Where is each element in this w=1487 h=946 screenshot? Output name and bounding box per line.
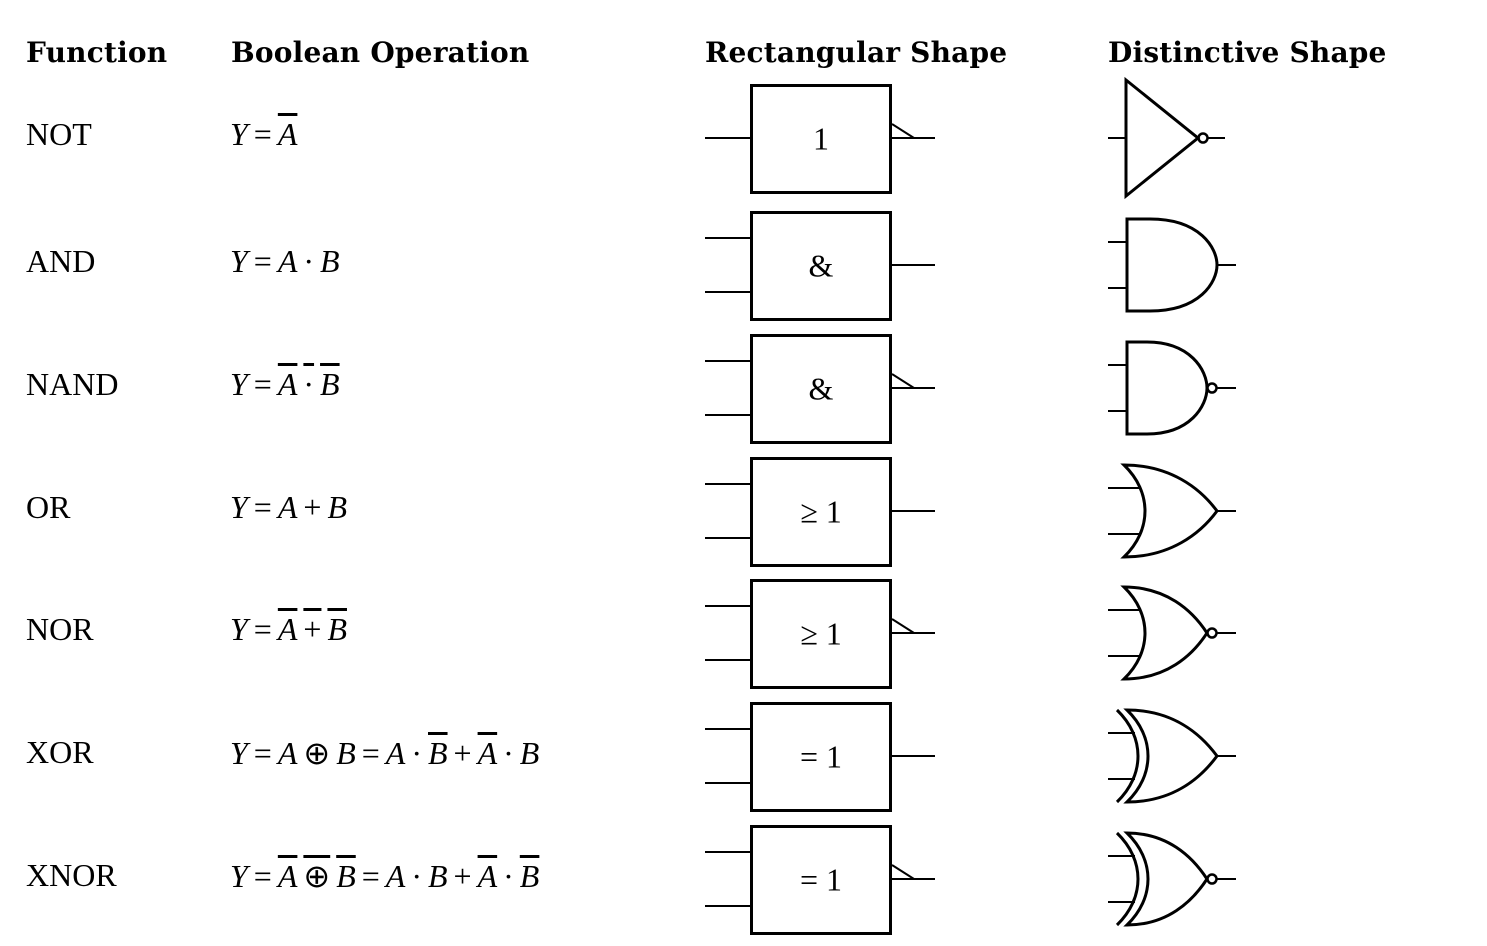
rect-wires-nor [705,605,935,661]
negation-mark-icon [891,373,915,389]
xor-gate-icon [1108,708,1236,804]
boolean-expression: Y=A [230,116,298,152]
inversion-bubble-icon [1206,627,1218,639]
or-gate-icon [1108,463,1236,559]
rect-gate-not: 1 [750,84,892,194]
rect-wires-or [705,483,935,539]
xnor-gate-icon [1108,831,1236,927]
function-name: NOR [26,611,94,647]
negation-mark-icon [891,864,915,880]
rect-gate-xnor: = 1 [750,825,892,935]
boolean-expression: Y=A⊕B=A·B+A·B [230,858,540,894]
function-name: AND [26,243,96,279]
header-boolean-operation: Boolean Operation [231,36,530,69]
rect-gate-label: ≥ 1 [800,493,842,530]
nor-gate-icon [1108,585,1236,681]
inversion-bubble-icon [1197,132,1209,144]
rect-wires-not [705,123,935,139]
rect-wires-xor [705,728,935,784]
rect-gate-or: ≥ 1 [750,457,892,567]
function-name: NOT [26,116,92,152]
negation-mark-icon [891,618,915,634]
header-function: Function [26,36,168,69]
not-gate-icon [1108,76,1225,200]
boolean-expression: Y=A+B [230,611,347,647]
rect-gate-label: & [808,370,834,407]
nand-gate-icon [1108,340,1236,436]
function-name: XNOR [26,857,117,893]
rect-gate-nor: ≥ 1 [750,579,892,689]
header-distinctive-shape: Distinctive Shape [1108,36,1387,69]
rect-gate-nand: & [750,334,892,444]
rect-gate-and: & [750,211,892,321]
and-gate-icon [1108,217,1236,313]
inversion-bubble-icon [1206,873,1218,885]
rect-gate-xor: = 1 [750,702,892,812]
boolean-expression: Y=A⊕B=A·B+A·B [230,735,540,771]
function-name: OR [26,489,71,525]
rect-gate-label: 1 [813,120,829,157]
rect-gate-label: = 1 [799,861,843,898]
negation-mark-icon [891,123,915,139]
header-rectangular-shape: Rectangular Shape [705,36,1008,69]
rect-gate-label: = 1 [799,738,843,775]
boolean-expression: Y=A·B [230,366,340,402]
rect-wires-and [705,237,935,293]
boolean-expression: Y=A+B [230,489,347,525]
function-name: XOR [26,734,94,770]
inversion-bubble-icon [1206,382,1218,394]
function-name: NAND [26,366,119,402]
boolean-expression: Y=A·B [230,243,340,279]
rect-wires-xnor [705,851,935,907]
rect-wires-nand [705,360,935,416]
rect-gate-label: & [808,247,834,284]
rect-gate-label: ≥ 1 [800,615,842,652]
